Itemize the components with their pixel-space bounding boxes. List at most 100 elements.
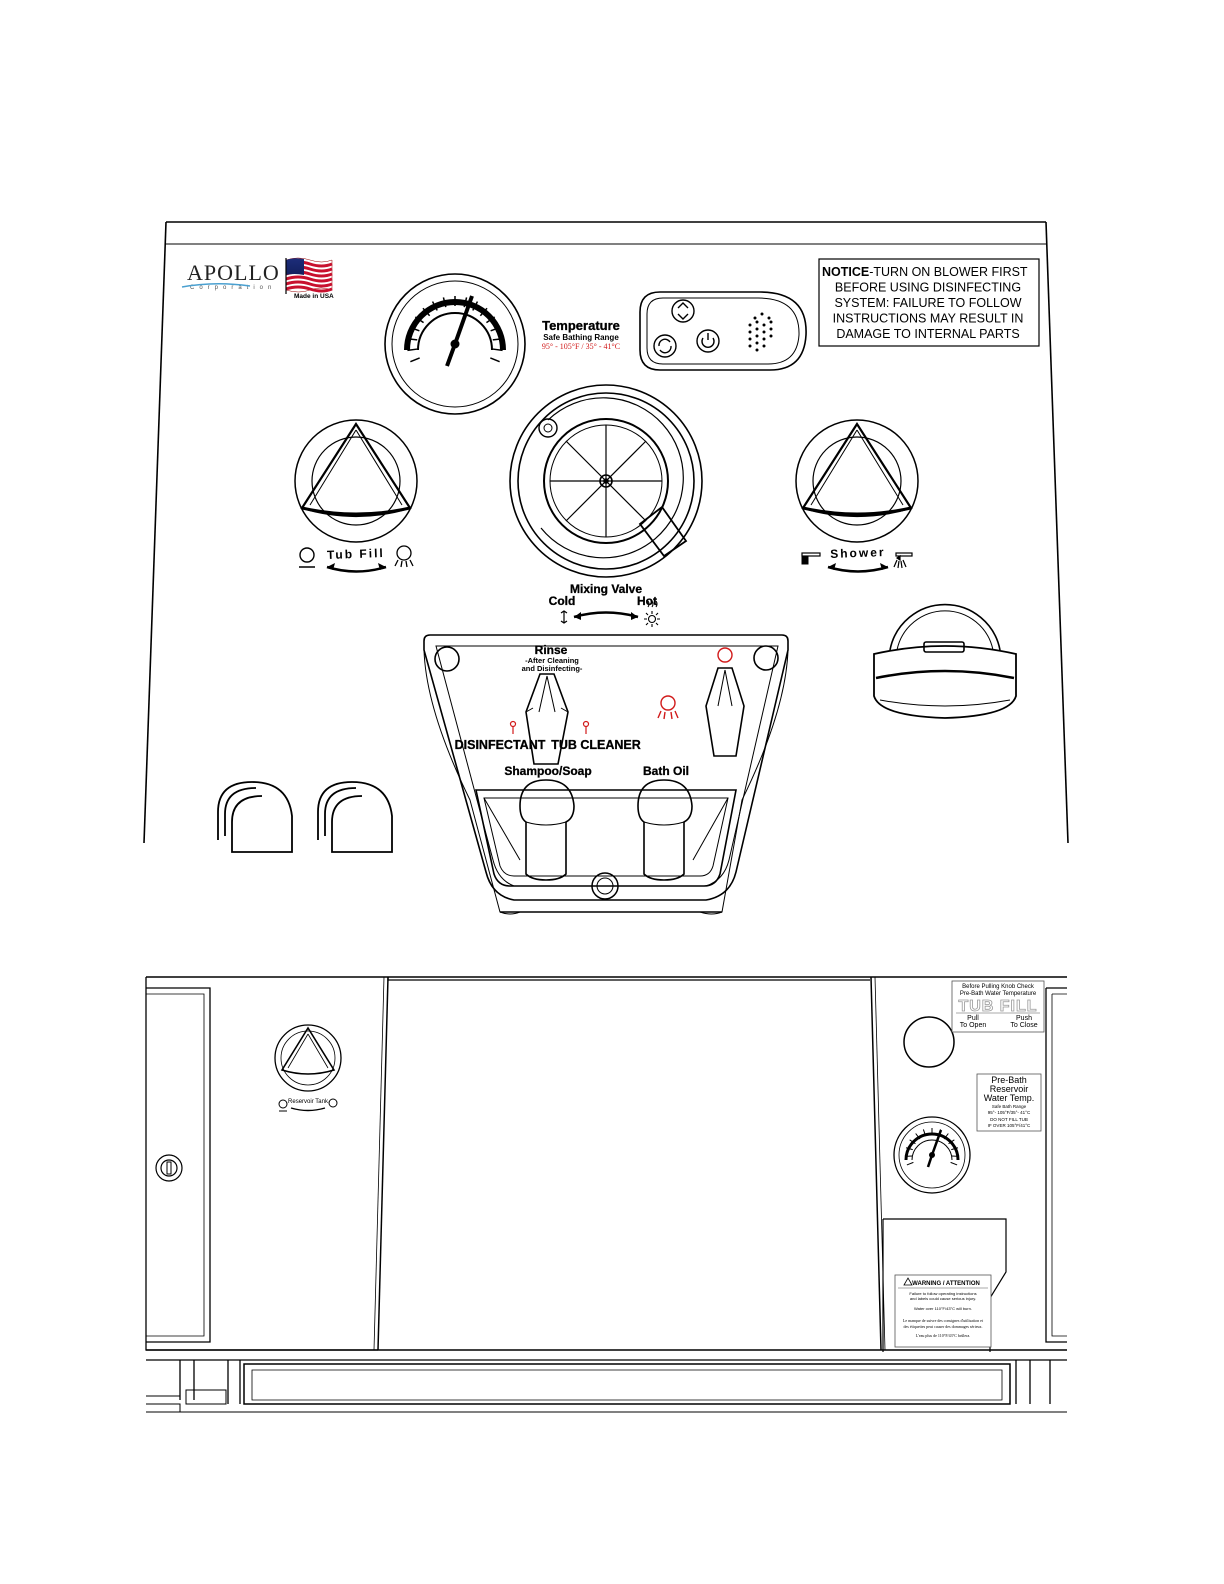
tub-fill-label-line-1: Before Pulling Knob Check [962, 984, 1035, 990]
gauge-tick [937, 1129, 942, 1137]
warning-l2: and labels could cause serious injury. [910, 1296, 976, 1301]
gauge-tick [492, 337, 503, 341]
notice-line-4: INSTRUCTIONS MAY RESULT IN [833, 312, 1024, 326]
rinse-title: Rinse [535, 643, 568, 657]
indicator-dot [769, 327, 773, 331]
gauge-tick [951, 1147, 959, 1151]
indicator-dot [769, 320, 773, 324]
gauge-tick [407, 348, 418, 352]
tub-cleaner-indicator-icon [582, 720, 590, 734]
cycle-button[interactable] [653, 334, 677, 358]
tub-fill-text: Tub Fill [327, 546, 385, 562]
made-in-usa-label: Made in USA [294, 293, 334, 300]
prebath-s3: DO NOT FILL TUB [990, 1117, 1028, 1122]
notice-label: NOTICE-TURN ON BLOWER FIRST BEFORE USING… [818, 258, 1040, 347]
shampoo-dispenser-lever[interactable] [519, 779, 575, 881]
indicator-dot [748, 337, 752, 341]
warning-title: WARNING / ATTENTION [912, 1281, 980, 1287]
warning-l3: Water over 110°F/43°C will burn. [914, 1306, 972, 1311]
blower-knob[interactable] [873, 603, 1017, 719]
prebath-l2: Reservoir [990, 1084, 1029, 1094]
gauge-tick [909, 1139, 916, 1145]
mixing-cold: Cold [549, 594, 576, 608]
brand-name: APOLLO [187, 260, 280, 285]
apollo-logo: APOLLO Corporation [181, 260, 280, 291]
indicator-dot [748, 330, 752, 334]
indicator-dot [755, 348, 759, 352]
gauge-tick [943, 1133, 949, 1140]
tub-fill-label-title: TUB FILL [958, 998, 1037, 1015]
bath-oil-dispenser-lever[interactable] [637, 779, 693, 881]
indicator-dot [762, 323, 766, 327]
rinse-sub-2: and Disinfecting- [522, 664, 583, 673]
upper-panel [143, 221, 1069, 844]
gauge-tick [905, 1147, 913, 1151]
temperature-sub: Safe Bathing Range [543, 333, 619, 342]
tub-fill-knob[interactable] [294, 419, 418, 543]
prebath-s4: IF OVER 105°F/41°C [988, 1123, 1031, 1128]
warning-l1: Failure to follow operating instructions [909, 1291, 976, 1296]
tub-fill-instruction-label: Before Pulling Knob Check Pre-Bath Water… [951, 980, 1045, 1033]
shower-head-icon [893, 552, 913, 569]
prebath-l1: Pre-Bath [991, 1075, 1027, 1085]
speed-up-down-button[interactable] [671, 299, 695, 323]
disinfectant-label: DISINFECTANT [455, 738, 546, 752]
indicator-dot [762, 330, 766, 334]
blower-control-pad [639, 291, 807, 371]
temperature-caption: Temperature Safe Bathing Range 95° - 105… [542, 318, 620, 351]
warning-label: WARNING / ATTENTION Failure to follow op… [894, 1274, 992, 1348]
shower-selector-lever[interactable] [705, 667, 745, 757]
water-on-icon [394, 545, 414, 568]
tub-fill-pull-knob[interactable] [903, 1016, 955, 1068]
shower-label: Shower [801, 545, 913, 573]
gauge-tick [948, 1139, 955, 1145]
chemical-panel [423, 634, 789, 915]
tub-fill-label-line-2: Pre-Bath Water Temperature [960, 991, 1037, 997]
mixing-title: Mixing Valve [570, 582, 642, 596]
notice-line-3: SYSTEM: FAILURE TO FOLLOW [834, 296, 1021, 310]
gauge-tick [407, 337, 418, 341]
prebath-s2: 95°- 105°F/35°- 41°C [988, 1110, 1031, 1115]
gauge-tick [906, 1161, 914, 1166]
indicator-dot [755, 334, 759, 338]
rinse-caption: Rinse -After Cleaning and Disinfecting- [522, 643, 583, 673]
shower-light-icon [657, 647, 733, 720]
shampoo-label: Shampoo/Soap [504, 764, 591, 778]
gauge-tick [479, 307, 488, 317]
gauge-tick [492, 348, 503, 352]
shower-knob[interactable] [795, 419, 919, 543]
indicator-dot [769, 334, 773, 338]
rinse-sub-1: -After Cleaning [525, 656, 579, 665]
indicator-dot [767, 316, 771, 320]
warning-l5: des étiquettes peut causer des dommages … [904, 1324, 983, 1329]
gauge-tick [490, 357, 500, 363]
drain-knob[interactable] [580, 872, 630, 900]
door-lock-icon[interactable] [155, 1154, 183, 1182]
cap-left-2[interactable] [317, 781, 393, 853]
gauge-tick [414, 316, 424, 324]
gauge-tick [410, 357, 420, 363]
cap-left-1[interactable] [217, 781, 293, 853]
shower-text: Shower [830, 545, 886, 561]
prebath-l3: Water Temp. [984, 1093, 1035, 1103]
reservoir-tank-label: Reservoir Tank [278, 1098, 338, 1112]
gauge-tick [472, 301, 479, 311]
off-icon [299, 547, 315, 563]
indicator-dot [748, 323, 752, 327]
reservoir-tank-text: Reservoir Tank [288, 1099, 329, 1105]
gauge-tick [442, 297, 447, 308]
gauge-tick [486, 316, 496, 324]
mixing-valve[interactable] [509, 384, 703, 578]
usa-flag-icon: Made in USA [285, 257, 334, 300]
notice-bold: NOTICE [822, 265, 869, 279]
indicator-dots-icon [748, 312, 773, 352]
tub-fill-push: Push [1016, 1015, 1032, 1022]
rinse-selector-lever[interactable] [525, 673, 569, 765]
pre-bath-label: Pre-Bath Reservoir Water Temp. Safe Bath… [976, 1073, 1042, 1132]
brand-sub: Corporation [190, 285, 276, 291]
gauge-tick [950, 1161, 958, 1166]
power-button[interactable] [696, 329, 720, 353]
reservoir-tank-knob[interactable] [274, 1024, 342, 1092]
lower-panel [145, 976, 1067, 1413]
